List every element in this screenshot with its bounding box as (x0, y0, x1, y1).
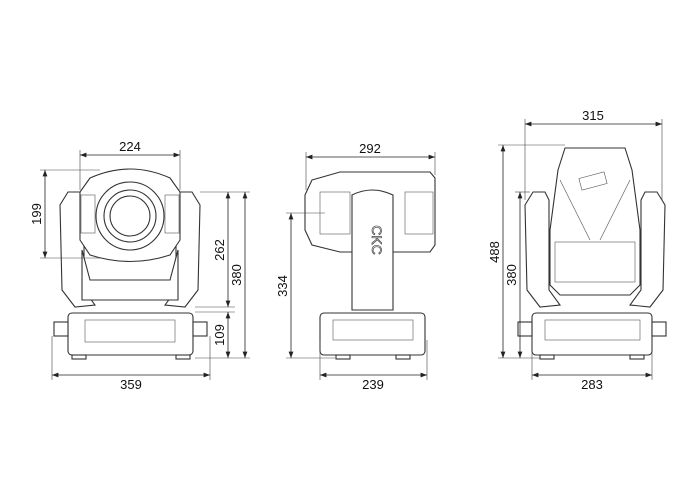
side-base (319, 312, 426, 360)
side-dimensions: 292 334 239 (275, 141, 436, 392)
dim-side-pivot-height: 334 (275, 275, 290, 297)
dim-back-yoke-height: 380 (504, 264, 519, 286)
dim-front-head-width: 224 (119, 139, 141, 154)
dim-back-base-width: 283 (581, 377, 603, 392)
dim-front-base-width: 359 (120, 377, 142, 392)
dim-side-head-depth: 292 (359, 141, 381, 156)
front-head (79, 168, 181, 263)
front-base (53, 312, 208, 360)
dim-back-total-height: 488 (487, 241, 502, 263)
side-logo: CKC (369, 225, 385, 255)
back-yoke (524, 191, 666, 308)
dim-front-head-height: 199 (29, 203, 44, 225)
side-view: CKC 292 334 239 (275, 141, 436, 392)
dim-front-base-height: 109 (212, 324, 227, 346)
back-base (517, 312, 667, 360)
back-view: 315 488 380 283 (487, 108, 667, 392)
dim-front-yoke-height: 262 (212, 239, 227, 261)
front-view: 224 199 262 380 109 359 (29, 139, 250, 392)
dim-front-total-height: 380 (229, 264, 244, 286)
front-yoke (59, 191, 201, 308)
dim-back-max-width: 315 (582, 108, 604, 123)
back-dimensions: 315 488 380 283 (487, 108, 663, 392)
side-arm: CKC (351, 189, 394, 311)
dim-side-base-depth: 239 (362, 377, 384, 392)
front-dimensions: 224 199 262 380 109 359 (29, 139, 250, 392)
back-head (549, 147, 641, 296)
